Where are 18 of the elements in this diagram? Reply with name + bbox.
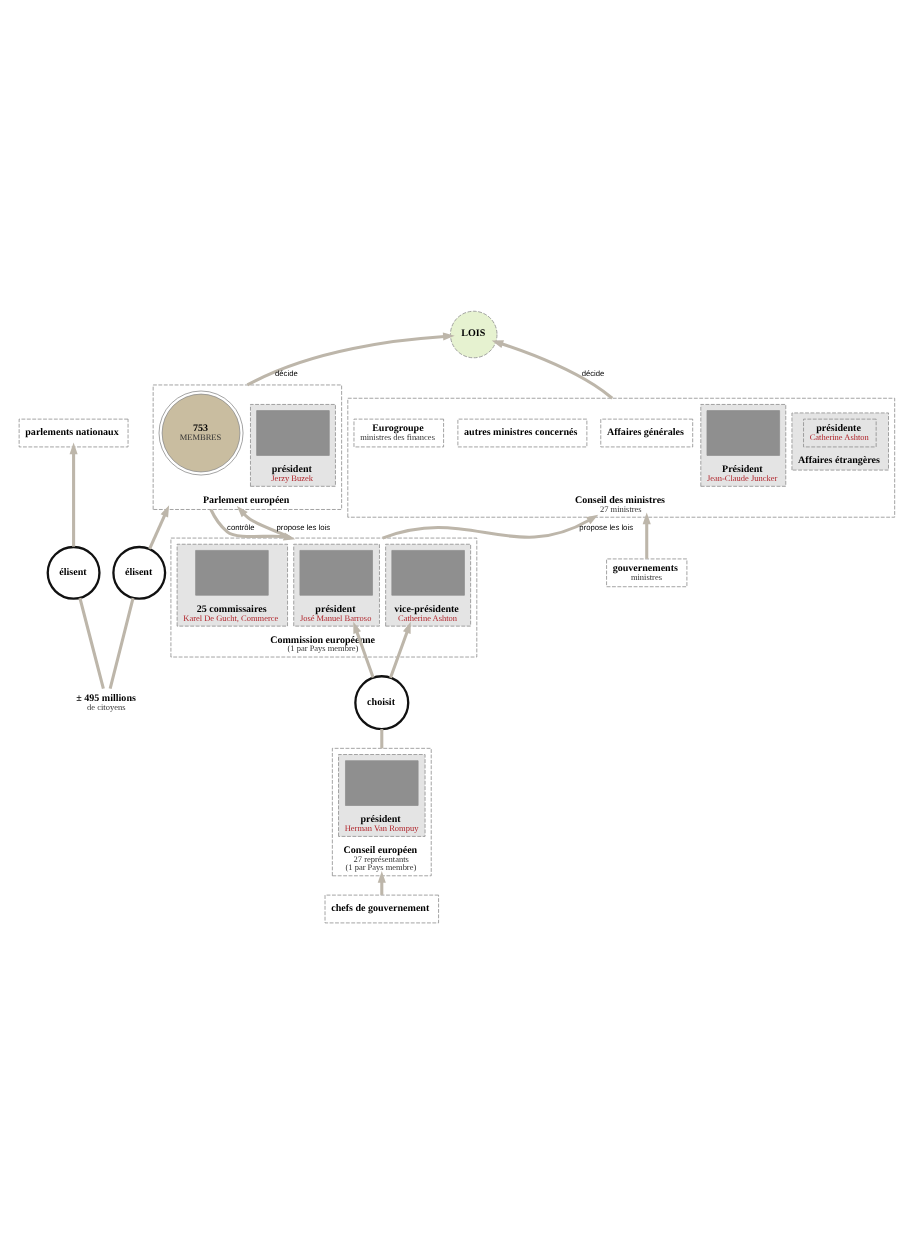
node-box	[299, 550, 373, 596]
arrow	[491, 340, 614, 400]
arrow	[69, 442, 78, 547]
node-box	[706, 410, 780, 456]
arrow	[382, 514, 599, 540]
arrow	[148, 505, 170, 550]
arrow	[246, 332, 455, 387]
node-box	[195, 550, 269, 596]
connector	[78, 597, 105, 690]
node-box	[345, 760, 419, 806]
node-box	[391, 550, 465, 596]
connector	[108, 597, 135, 690]
connector	[380, 729, 384, 749]
arrow	[353, 621, 375, 678]
arrow	[642, 512, 651, 559]
node-box	[256, 410, 330, 456]
arrow	[209, 508, 296, 541]
arrow	[389, 621, 411, 679]
